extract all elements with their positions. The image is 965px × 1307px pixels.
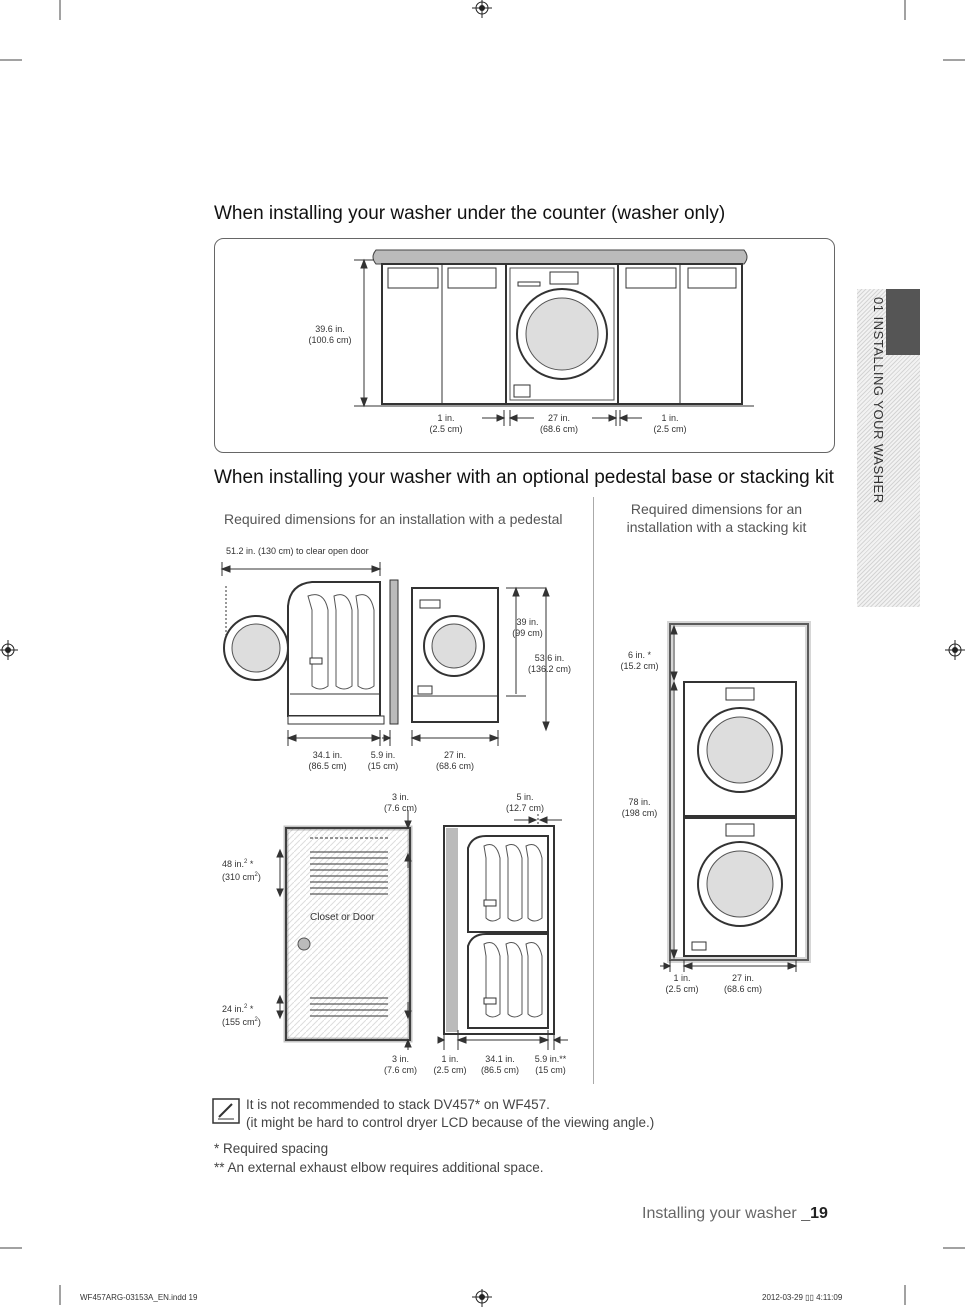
under-counter-diagram [214, 238, 835, 453]
dim-label: 48 in.2 *(310 cm2) [222, 859, 261, 882]
stacked-side-diagram [437, 814, 568, 1050]
registration-mark-icon [472, 1289, 492, 1307]
clear-door-label: 51.2 in. (130 cm) to clear open door [226, 546, 369, 556]
dim-label: 34.1 in.(86.5 cm) [480, 1054, 519, 1075]
section-heading-pedestal: When installing your washer with an opti… [214, 467, 834, 488]
dim-label: 6 in. *(15.2 cm) [620, 650, 659, 671]
dim-label: 78 in.(198 cm) [621, 797, 658, 818]
chapter-side-tab [857, 289, 920, 607]
dim-label: 27 in.(68.6 cm) [435, 750, 474, 771]
registration-mark-icon [945, 640, 965, 660]
closet-door-label: Closet or Door [310, 912, 375, 923]
pedestal-subtitle: Required dimensions for an installation … [224, 511, 563, 527]
print-timestamp: 2012-03-29 ▯▯ 4:11:09 [762, 1293, 843, 1302]
dim-label: 24 in.2 *(155 cm2) [222, 1004, 261, 1027]
closet-door-diagram [276, 810, 413, 1050]
column-divider [593, 497, 594, 1084]
file-name: WF457ARG-03153A_EN.indd 19 [80, 1293, 198, 1302]
dim-label: 34.1 in.(86.5 cm) [308, 750, 347, 771]
footnote-exhaust-elbow: ** An external exhaust elbow requires ad… [214, 1160, 544, 1175]
chapter-side-label: 01 INSTALLING YOUR WASHER [871, 297, 886, 504]
page-number: 19 [810, 1205, 828, 1222]
footer-title: Installing your washer _ [642, 1205, 811, 1222]
dim-label: 1 in.(2.5 cm) [653, 413, 687, 434]
dim-label: 53.6 in.(136.2 cm) [527, 653, 571, 674]
dim-label: 1 in.(2.5 cm) [433, 1054, 467, 1075]
dim-label: 3 in.(7.6 cm) [383, 1054, 417, 1075]
dim-label: 39 in.(99 cm) [512, 617, 543, 638]
dim-label: 27 in.(68.6 cm) [723, 973, 762, 994]
dim-label: 3 in.(7.6 cm) [383, 792, 417, 813]
note-line-2: (it might be hard to control dryer LCD b… [246, 1115, 655, 1130]
dim-label: 5 in.(12.7 cm) [505, 792, 544, 813]
section-heading-under-counter: When installing your washer under the co… [214, 203, 726, 224]
dim-label: 5.9 in.**(15 cm) [534, 1054, 567, 1075]
footnote-required-spacing: * Required spacing [214, 1141, 329, 1156]
note-line-1: It is not recommended to stack DV457* on… [246, 1097, 550, 1112]
dim-label: 1 in.(2.5 cm) [665, 973, 699, 994]
dim-label: 5.9 in.(15 cm) [367, 750, 399, 771]
registration-mark-icon [0, 640, 18, 660]
chapter-tab-marker [886, 289, 920, 355]
note-pencil-icon [212, 1098, 240, 1124]
registration-mark-icon [472, 0, 492, 18]
dim-label: 39.6 in.(100.6 cm) [308, 324, 352, 345]
dim-label: 1 in.(2.5 cm) [429, 413, 463, 434]
stacking-kit-diagram [660, 621, 811, 972]
page-footer: Installing your washer _19 [642, 1205, 828, 1223]
pedestal-diagram [220, 562, 550, 746]
dim-label: 27 in.(68.6 cm) [539, 413, 578, 434]
